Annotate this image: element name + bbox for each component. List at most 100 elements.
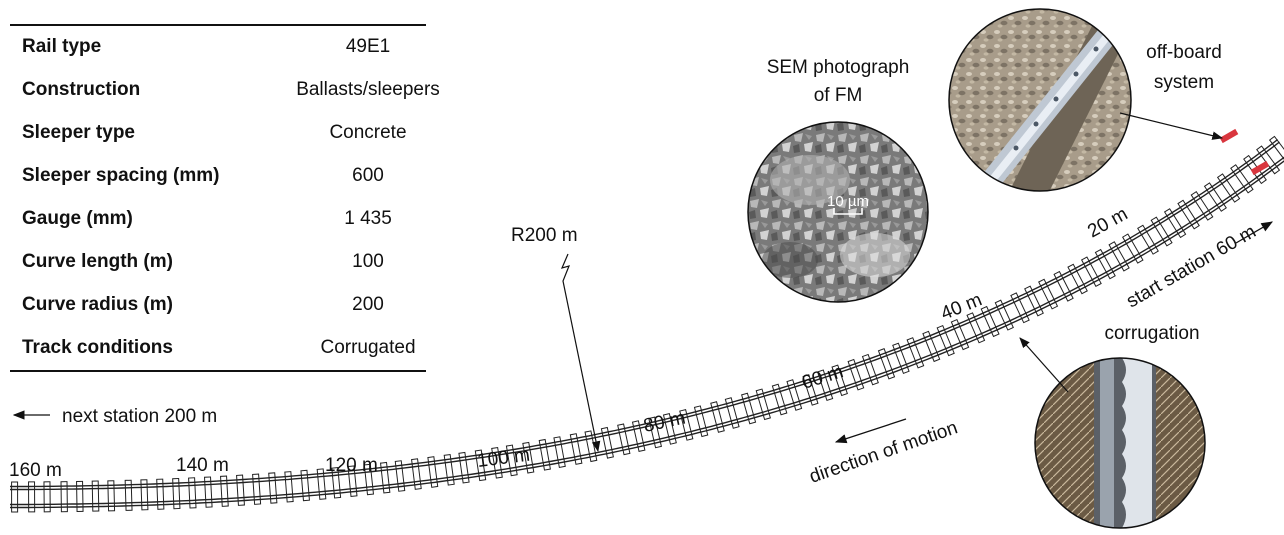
row-value: 600 bbox=[352, 165, 384, 186]
direction-label: direction of motion bbox=[807, 417, 961, 487]
row-value: 100 bbox=[352, 251, 384, 272]
sleeper bbox=[861, 353, 879, 386]
sleeper bbox=[771, 383, 788, 416]
sleeper bbox=[1024, 285, 1044, 317]
table-row: Track conditions Corrugated bbox=[10, 329, 426, 369]
off-board-label-line-2: system bbox=[1154, 72, 1214, 93]
row-label: Track conditions bbox=[22, 337, 173, 358]
distance-marker: 160 m bbox=[9, 460, 62, 481]
row-label: Curve length (m) bbox=[22, 251, 173, 272]
off-board-label-line-1: off-board bbox=[1146, 42, 1222, 63]
sleeper bbox=[1053, 270, 1074, 302]
sleeper bbox=[1216, 173, 1241, 203]
rail-line bbox=[10, 156, 1284, 506]
next-station-annotation: next station 200 m bbox=[12, 406, 217, 427]
distance-marker: 120 m bbox=[325, 455, 378, 476]
sleeper bbox=[1108, 241, 1130, 272]
sleeper bbox=[1163, 208, 1187, 239]
row-value: 1 435 bbox=[344, 208, 392, 229]
row-value: Concrete bbox=[329, 122, 407, 143]
table-bottom-rule bbox=[10, 370, 426, 372]
right-arrow-icon bbox=[1235, 221, 1274, 244]
sleeper bbox=[892, 342, 910, 375]
sleeper bbox=[966, 312, 986, 344]
row-value: Ballasts/sleepers bbox=[296, 79, 440, 100]
sleeper bbox=[906, 337, 925, 369]
sleeper bbox=[994, 299, 1014, 331]
row-value: 200 bbox=[352, 294, 384, 315]
sleeper bbox=[741, 392, 757, 425]
off-board-system-inset: off-board system bbox=[948, 8, 1224, 192]
distance-marker: 100 m bbox=[476, 445, 531, 472]
sleeper bbox=[755, 388, 771, 421]
rail-line bbox=[10, 139, 1279, 488]
table-row: Construction Ballasts/sleepers bbox=[10, 71, 440, 111]
off-board-pointer-arrow bbox=[1119, 112, 1224, 140]
row-label: Rail type bbox=[22, 36, 102, 57]
row-label: Construction bbox=[22, 79, 141, 100]
sleeper bbox=[724, 397, 740, 429]
row-label: Curve radius (m) bbox=[22, 294, 173, 315]
sleeper bbox=[1203, 182, 1227, 212]
row-label: Sleeper type bbox=[22, 122, 135, 143]
sleeper bbox=[816, 369, 834, 402]
corrugation-inset: corrugation bbox=[1019, 323, 1206, 529]
table-row: Rail type 49E1 bbox=[10, 28, 426, 68]
sleeper bbox=[980, 305, 1000, 338]
sleeper bbox=[936, 324, 955, 357]
sleeper bbox=[1190, 191, 1214, 221]
sem-photograph-inset: SEM photograph of FM 10 µm bbox=[747, 57, 929, 303]
red-measurement-marker bbox=[1219, 128, 1239, 144]
sem-title-line-2: of FM bbox=[814, 85, 863, 106]
radius-leader-line bbox=[560, 253, 601, 453]
corrugation-pointer-arrow bbox=[1019, 337, 1069, 393]
corrugation-label: corrugation bbox=[1104, 323, 1199, 344]
radius-label: R200 m bbox=[511, 225, 578, 246]
rail-line bbox=[10, 141, 1280, 491]
sleeper bbox=[1067, 263, 1088, 295]
radius-annotation: R200 m bbox=[511, 225, 601, 453]
off-board-photo bbox=[949, 9, 1131, 191]
sleeper bbox=[847, 358, 865, 391]
table-row: Curve length (m) 100 bbox=[10, 243, 426, 283]
sem-title-line-1: SEM photograph bbox=[767, 57, 910, 78]
scale-bar: 10 µm bbox=[827, 193, 869, 215]
sleeper bbox=[1268, 135, 1284, 165]
sleeper bbox=[1122, 233, 1144, 264]
sleeper bbox=[1177, 199, 1200, 230]
distance-marker: 80 m bbox=[642, 408, 688, 437]
sleeper bbox=[1080, 256, 1102, 288]
sleeper bbox=[922, 330, 941, 363]
table-row: Curve radius (m) 200 bbox=[10, 286, 426, 326]
table-row: Sleeper spacing (mm) 600 bbox=[10, 157, 426, 197]
table-top-rule bbox=[10, 24, 426, 26]
sleeper bbox=[786, 379, 803, 411]
row-label: Gauge (mm) bbox=[22, 208, 133, 229]
sleeper bbox=[1094, 248, 1116, 280]
table-row: Gauge (mm) 1 435 bbox=[10, 200, 426, 240]
sleeper bbox=[1010, 292, 1030, 324]
next-station-label: next station 200 m bbox=[62, 406, 217, 427]
sleeper bbox=[802, 374, 819, 406]
scale-bar-label: 10 µm bbox=[827, 193, 869, 210]
direction-arrow-icon bbox=[834, 418, 907, 444]
row-label: Sleeper spacing (mm) bbox=[22, 165, 220, 186]
distance-marker: 140 m bbox=[176, 455, 229, 476]
row-value: 49E1 bbox=[345, 36, 391, 57]
row-value: Corrugated bbox=[320, 337, 416, 358]
direction-annotation: direction of motion bbox=[807, 417, 961, 487]
sem-micrograph-image bbox=[748, 122, 928, 302]
sleeper bbox=[877, 348, 896, 380]
red-measurement-marker bbox=[1250, 160, 1270, 176]
sleeper bbox=[1137, 224, 1159, 255]
sleeper bbox=[831, 364, 848, 397]
sleeper bbox=[1038, 278, 1059, 310]
railway-track bbox=[10, 128, 1284, 513]
sleeper bbox=[1230, 164, 1254, 194]
rail-line bbox=[10, 160, 1284, 509]
corrugation-photo bbox=[1035, 358, 1205, 528]
sleeper bbox=[950, 318, 970, 351]
sleeper bbox=[1150, 216, 1173, 247]
table-row: Sleeper type Concrete bbox=[10, 114, 426, 154]
